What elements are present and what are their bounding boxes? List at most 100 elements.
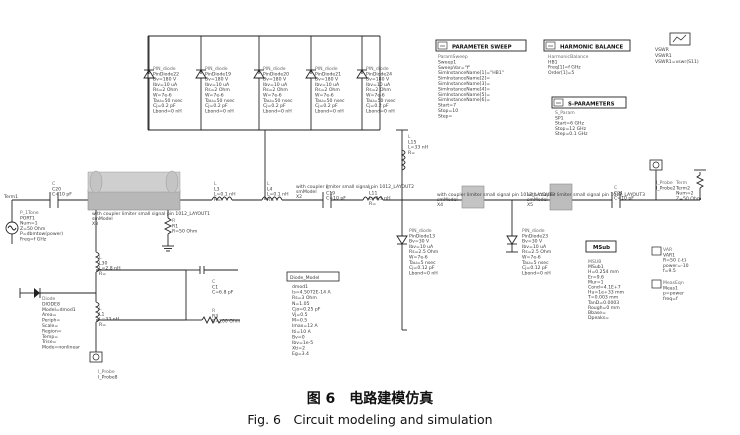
- pin-diode-top-param: Tau=50 nsec: [365, 98, 396, 104]
- caption-chinese: 图 6 电路建模仿真: [307, 390, 434, 407]
- capacitor-c21: [611, 192, 621, 208]
- pin-diode-top-param: Bv=180 V: [263, 77, 287, 83]
- msub-params-line: H=0.254 mm: [588, 269, 619, 275]
- pin-diode-top-param: Lbond=0 nH: [205, 108, 234, 114]
- msub-params-line: TanD=0.0003: [587, 300, 619, 306]
- param-sweep-params-line: SimInstanceName[2]=: [438, 76, 490, 82]
- capacitor-c20-label-line: C20: [52, 186, 61, 192]
- pin-diode-top-param: Ibv=10 uA: [205, 82, 230, 88]
- resistor-r3-label-line: R=200 Ohm: [212, 319, 241, 325]
- pin-diode-top-param: PinDiode19: [205, 71, 231, 77]
- pin-diode-top-param: W=7e-6: [366, 93, 385, 99]
- resistor-r1-label-line: R=50 Ohm: [172, 229, 198, 235]
- diode-model-params-line: Is=4.5072E-14 A: [292, 290, 332, 296]
- param-sweep-params-line: SimInstanceName[3]=: [438, 81, 490, 87]
- diode-model-params-line: Cjo=0.25 pF: [292, 306, 321, 312]
- inductor-l1-label-line: R=: [99, 322, 106, 328]
- diode-d8-params-line: Mode=nonlinear: [42, 345, 80, 351]
- layout-x5-label-line: X5: [527, 202, 533, 208]
- probe-2: [649, 159, 663, 200]
- capacitor-c1-label-line: C1: [212, 284, 218, 290]
- pin-diode-top-param: Ibv=10 uA: [315, 82, 340, 88]
- harmonic-balance-title: HARMONIC BALANCE: [560, 45, 623, 51]
- msub-params-line: Rough=0 mm: [588, 305, 620, 311]
- s-parameters-params-line: Step=0.1 GHz: [555, 131, 588, 137]
- pin-diode-13-symbol: [396, 230, 408, 255]
- capacitor-c21-label-line: C=10 pF: [614, 196, 634, 202]
- diode-d8-params-line: Periph=: [42, 318, 60, 324]
- port1-params-line: P=dbmtow(power): [20, 231, 63, 237]
- layout-x4-label-line: X4: [437, 202, 443, 208]
- layout-x5-label-line: with coupler limiter small signal pin 10…: [527, 192, 645, 198]
- pin-diode-top-param: PinDiode20: [263, 71, 289, 77]
- pin-diode-top-param: Rs=2 Ohm: [315, 87, 340, 93]
- pin-diode-top-param: Tau=50 nsec: [152, 98, 183, 104]
- param-sweep-params-line: SimInstanceName[1]="HB1": [438, 70, 504, 76]
- port1-params-line: Num=1: [20, 221, 38, 227]
- var-params-line: VAR1: [663, 252, 675, 258]
- inductor-l30-label-line: L: [99, 255, 102, 261]
- inductor-l3-label-line: L=0.1 nH: [214, 192, 236, 198]
- capacitor-c21-label-line: C: [614, 185, 617, 191]
- left-bias-branch: [40, 210, 187, 352]
- pin-diode-top-type: PIN_diode: [153, 66, 176, 72]
- term1-label: Term1: [3, 194, 18, 200]
- probe-2-label-line: I_Probe2: [656, 185, 676, 191]
- inductor-l30-label-line: L30: [99, 260, 107, 266]
- probe-8-label-line: I_Probe: [98, 369, 115, 375]
- s-parameters-header: [551, 96, 627, 109]
- pin-diode-top-param: Cj=0.2 pF: [205, 103, 228, 109]
- pin-diode-top-param: Bv=180 V: [153, 77, 177, 83]
- diode-d8-params-line: Area=: [42, 312, 57, 318]
- msub-params-line: Bbase=: [588, 310, 606, 316]
- probe-2-label-line: I_Probe: [656, 180, 673, 186]
- layout-x4-label-line: with coupler limiter small signal pin 10…: [437, 192, 555, 198]
- diode-model-params-line: Vj=0.5: [292, 312, 308, 318]
- inductor-l11-label-line: L11: [369, 190, 377, 196]
- param-sweep-params-line: SimInstanceName[4]=: [438, 86, 490, 92]
- pin-diode-top-param: Cj=0.2 pF: [153, 103, 176, 109]
- pin-diode-top-param: Tau=50 nsec: [314, 98, 345, 104]
- pin-diode-bottom-param: Cj=0.12 pF: [522, 265, 548, 271]
- pin-diode-top-param: Lbond=0 nH: [263, 108, 292, 114]
- s-parameters-params-line: Stop=12 GHz: [555, 126, 587, 132]
- diode-d8-params-line: Region=: [42, 328, 62, 334]
- layout-x2-label: with coupler limiter small signal pin 10…: [296, 184, 414, 200]
- pin-diode-bottom-param: PinDiode23: [522, 233, 548, 239]
- msub-params-line: Mur=1: [588, 279, 604, 285]
- harmonic-balance-params-line: HarmonicBalance: [548, 54, 589, 60]
- pin-diode-top-param: Rs=2 Ohm: [263, 87, 288, 93]
- var-params-line: R=50 {-t}: [663, 258, 687, 264]
- harmonic-balance-params-line: Order[1]=5: [548, 70, 574, 76]
- term2-params-line: Term2: [675, 185, 690, 191]
- resistor-r1: [162, 210, 174, 252]
- pin-diode-top-param: PinDiode24: [366, 71, 392, 77]
- param-sweep-params-line: Stop=10: [438, 108, 458, 114]
- inductor-l4-label-line: L: [267, 181, 270, 187]
- diode-model-params-line: Xti=2: [292, 346, 305, 352]
- pin-diode-top-param: Tau=50 nsec: [204, 98, 235, 104]
- param-sweep-title: PARAMETER SWEEP: [452, 45, 512, 51]
- pin-diode-top-param: Cj=0.2 pF: [315, 103, 338, 109]
- layout-x3-label-line: with coupler limiter small signal pin 10…: [92, 211, 210, 217]
- capacitor-c20-label-line: C: [52, 181, 55, 187]
- msub-params-line: Dpeaks=: [588, 315, 609, 321]
- capacitor-c1-label-line: C=6.8 pF: [212, 290, 234, 296]
- inductor-l11-label-line: R=: [369, 201, 376, 207]
- pin-diode-bottom-param: Ibv=10 uA: [409, 244, 434, 250]
